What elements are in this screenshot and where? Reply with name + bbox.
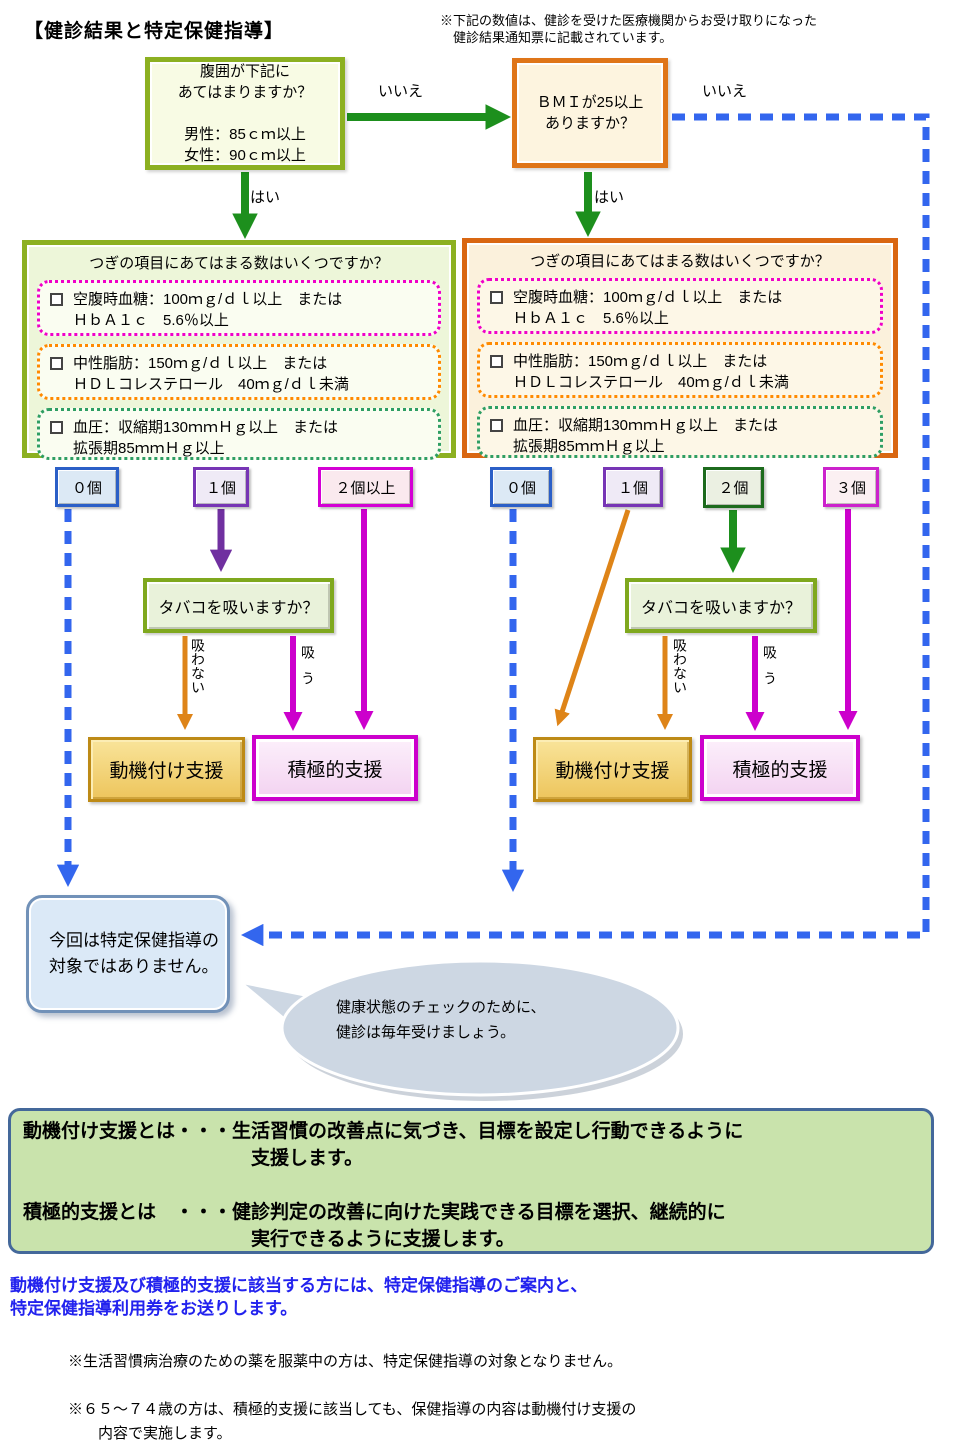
checkbox-icon (50, 421, 63, 434)
checklist-item-glucose: 空腹時血糖：100ｍｇ/ｄｌ以上 または ＨｂＡ１ｃ 5.6％以上 (477, 278, 883, 334)
smoking-yes-label: 吸う (762, 645, 778, 697)
checkbox-icon (490, 355, 503, 368)
checklist-item-glucose: 空腹時血糖：100ｍｇ/ｄｌ以上 または ＨｂＡ１ｃ 5.6％以上 (37, 280, 441, 336)
no-label-bmi: いいえ (702, 83, 748, 100)
outcome-active-right: 積極的支援 (700, 735, 860, 801)
count-right-0: ０個 (490, 467, 552, 507)
smoking-no-label: 吸わない (190, 638, 206, 694)
checklist-box-right: つぎの項目にあてはまる数はいくつですか？ 空腹時血糖：100ｍｇ/ｄｌ以上 また… (462, 238, 898, 458)
checklist-title: つぎの項目にあてはまる数はいくつですか？ (530, 253, 830, 270)
outcome-motivational-right: 動機付け支援 (533, 737, 692, 802)
checklist-item-blood-pressure: 血圧：収縮期130ｍｍＨｇ以上 または 拡張期85ｍｍＨｇ以上 (477, 406, 883, 458)
smoking-question-box-right: タバコを吸いますか？ (625, 578, 817, 633)
checkbox-icon (50, 293, 63, 306)
footnote-medication: ※生活習慣病治療のための薬を服薬中の方は、特定保健指導の対象となりません。 (68, 1353, 623, 1370)
yes-label-waist: はい (250, 189, 281, 206)
checklist-item-text: 中性脂肪：150ｍｇ/ｄｌ以上 または ＨＤＬコレステロール 40ｍｇ/ｄｌ未満 (513, 353, 789, 391)
guidance-mailing-notice: 動機付け支援及び積極的支援に該当する方には、特定保健指導のご案内と、 特定保健指… (10, 1276, 588, 1318)
checklist-title: つぎの項目にあてはまる数はいくつですか？ (89, 255, 389, 272)
count-right-1: １個 (603, 467, 663, 507)
checklist-item-blood-pressure: 血圧：収縮期130ｍｍＨｇ以上 または 拡張期85ｍｍＨｇ以上 (37, 408, 441, 460)
no-label-waist: いいえ (378, 83, 424, 100)
support-definitions-box: 動機付け支援とは・・・生活習慣の改善点に気づき、目標を設定し行動できるように 支… (8, 1108, 934, 1254)
checklist-item-text: 血圧：収縮期130ｍｍＨｇ以上 または 拡張期85ｍｍＨｇ以上 (513, 417, 779, 455)
checklist-item-text: 中性脂肪：150ｍｇ/ｄｌ以上 または ＨＤＬコレステロール 40ｍｇ/ｄｌ未満 (73, 355, 349, 393)
waist-question-box: 腹囲が下記に あてはまりますか？ 男性：85ｃｍ以上 女性：90ｃｍ以上 (145, 57, 345, 170)
smoking-no-label: 吸わない (672, 638, 688, 694)
page-title: 【健診結果と特定保健指導】 (24, 21, 285, 42)
checkbox-icon (490, 419, 503, 432)
count-left-2plus: ２個以上 (318, 467, 413, 507)
checkbox-icon (490, 291, 503, 304)
top-note: ※下記の数値は、健診を受けた医療機関からお受け取りになった 健診結果通知票に記載… (440, 13, 818, 45)
footnote-age: ※６５～７４歳の方は、積極的支援に該当しても、保健指導の内容は動機付け支援の 内… (68, 1401, 637, 1442)
count-right-2: ２個 (703, 467, 764, 508)
outcome-active-left: 積極的支援 (252, 735, 418, 801)
checklist-item-lipid: 中性脂肪：150ｍｇ/ｄｌ以上 または ＨＤＬコレステロール 40ｍｇ/ｄｌ未満 (477, 342, 883, 398)
count-right-3: ３個 (823, 467, 879, 507)
no-guidance-target-box: 今回は特定保健指導の 対象ではありません。 (26, 895, 230, 1013)
checklist-item-text: 血圧：収縮期130ｍｍＨｇ以上 または 拡張期85ｍｍＨｇ以上 (73, 419, 339, 457)
bmi-question-box: ＢＭＩが25以上 ありますか？ (512, 58, 668, 168)
count-left-1: １個 (193, 467, 249, 507)
smoking-yes-label: 吸う (300, 645, 316, 697)
count-left-0: ０個 (55, 467, 119, 507)
smoking-question-box-left: タバコを吸いますか？ (143, 578, 334, 633)
outcome-motivational-left: 動機付け支援 (88, 737, 245, 802)
checklist-item-lipid: 中性脂肪：150ｍｇ/ｄｌ以上 または ＨＤＬコレステロール 40ｍｇ/ｄｌ未満 (37, 344, 441, 400)
speech-bubble-text: 健康状態のチェックのために、 健診は毎年受けましょう。 (336, 999, 546, 1041)
checklist-item-text: 空腹時血糖：100ｍｇ/ｄｌ以上 または ＨｂＡ１ｃ 5.6％以上 (513, 289, 783, 327)
checkbox-icon (50, 357, 63, 370)
checklist-item-text: 空腹時血糖：100ｍｇ/ｄｌ以上 または ＨｂＡ１ｃ 5.6％以上 (73, 291, 343, 329)
checklist-box-left: つぎの項目にあてはまる数はいくつですか？ 空腹時血糖：100ｍｇ/ｄｌ以上 また… (22, 240, 456, 460)
yes-label-bmi: はい (594, 189, 625, 206)
